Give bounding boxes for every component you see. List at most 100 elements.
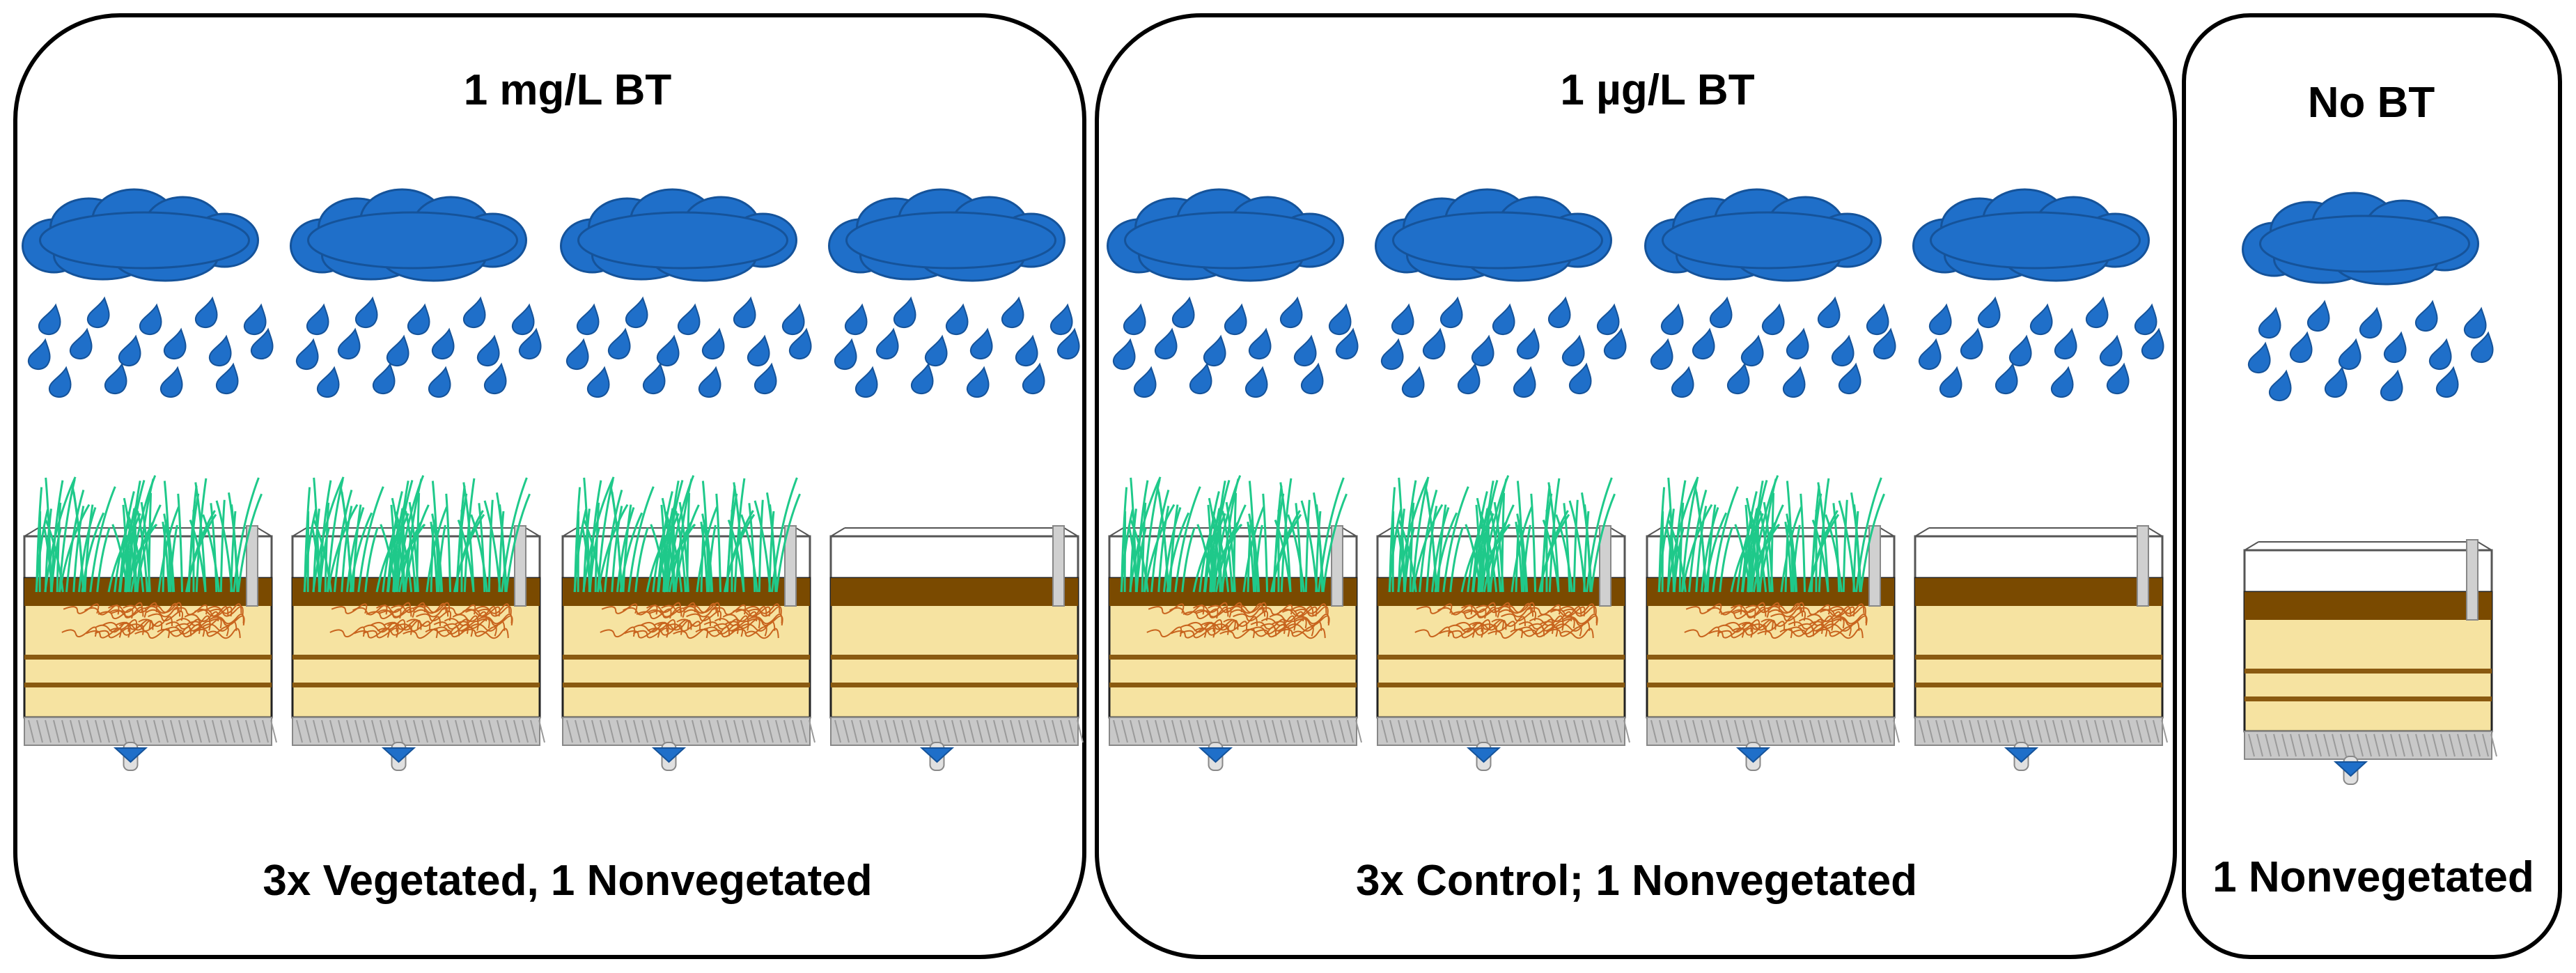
vegetated-mesocosm-grass (303, 475, 531, 593)
raindrop-icon (586, 366, 610, 398)
raindrop-icon (1928, 303, 1952, 335)
raindrop-icon (48, 366, 72, 398)
raindrop-icon (306, 303, 329, 335)
raindrop-icon (781, 303, 805, 335)
drain-valve-icon (113, 742, 148, 771)
raindrop-icon (844, 303, 868, 335)
raindrop-icon (2359, 306, 2382, 338)
raindrop-icon (1960, 327, 1983, 359)
raindrop-icon (893, 296, 916, 328)
raindrop-icon (1439, 296, 1463, 328)
raindrop-icon (2050, 366, 2074, 398)
raindrop-icon (875, 327, 899, 359)
raindrop-icon (1279, 296, 1303, 328)
raindrop-icon (1457, 362, 1481, 394)
raindrop-icon (1049, 303, 1073, 335)
raindrop-icon (372, 362, 396, 394)
raindrop-icon (1513, 366, 1536, 398)
raindrop-icon (969, 327, 993, 359)
raindrop-icon (316, 366, 340, 398)
raindrop-icon (483, 362, 507, 394)
raindrop-icon (2435, 366, 2459, 398)
nonvegetated-mesocosm (2243, 539, 2497, 785)
drain-valve-icon (381, 742, 416, 771)
raindrop-icon (1561, 334, 1585, 366)
raindrop-icon (337, 327, 361, 359)
raindrop-icon (2268, 369, 2292, 401)
vegetated-mesocosm-roots (329, 602, 513, 639)
raindrop-icon (2247, 341, 2271, 373)
raindrop-icon (1015, 334, 1038, 366)
raindrop-icon (1248, 327, 1272, 359)
nonvegetated-mesocosm (1914, 525, 2168, 771)
raindrop-icon (518, 327, 542, 359)
raindrop-icon (159, 366, 183, 398)
raindrop-icon (462, 296, 486, 328)
vegetated-mesocosm (1108, 525, 1362, 771)
raindrop-icon (38, 303, 61, 335)
raindrop-icon (1154, 327, 1178, 359)
raindrop-icon (1782, 366, 1806, 398)
raindrop-icon (1328, 303, 1352, 335)
raindrop-icon (1422, 327, 1446, 359)
raindrop-icon (476, 334, 500, 366)
raindrop-icon (2085, 296, 2109, 328)
raindrop-icon (1547, 296, 1571, 328)
raindrop-icon (1596, 303, 1620, 335)
raindrop-icon (1786, 327, 1809, 359)
raindrop-icon (607, 327, 631, 359)
raindrop-icon (1112, 338, 1136, 370)
raindrop-icon (295, 338, 319, 370)
raindrop-icon (2258, 306, 2281, 338)
raindrop-icon (2134, 303, 2157, 335)
vegetated-mesocosm-roots (600, 602, 783, 639)
raindrop-icon (1224, 303, 1247, 335)
raindrop-icon (1568, 362, 1592, 394)
raindrop-icon (924, 334, 948, 366)
vegetated-mesocosm-grass (573, 475, 801, 593)
rain-drops (1650, 296, 1896, 398)
heading-1mgL: 1 mg/L BT (464, 66, 672, 114)
rain-cloud-icon (1912, 188, 2150, 282)
rain-drops (1918, 296, 2164, 398)
raindrop-icon (86, 296, 110, 328)
vegetated-mesocosm (561, 525, 815, 771)
raindrop-icon (565, 338, 589, 370)
raindrop-icon (2338, 338, 2362, 370)
caption-1ugL: 3x Control; 1 Nonvegetated (1356, 857, 1917, 905)
vegetated-mesocosm-roots (1414, 602, 1598, 639)
raindrop-icon (2380, 369, 2403, 401)
raindrop-icon (910, 362, 934, 394)
drain-valve-icon (2333, 756, 2368, 785)
raindrop-icon (1401, 366, 1425, 398)
vegetated-mesocosm-grass (35, 475, 263, 593)
raindrop-icon (2029, 303, 2053, 335)
raindrop-icon (2470, 331, 2494, 363)
raindrop-icon (625, 296, 648, 328)
raindrop-icon (576, 303, 600, 335)
raindrop-icon (1761, 303, 1785, 335)
raindrop-icon (69, 327, 93, 359)
raindrop-icon (2099, 334, 2123, 366)
raindrop-icon (2306, 299, 2330, 332)
raindrop-icon (1918, 338, 1942, 370)
panel-1mgL (13, 13, 1086, 959)
rain-drops (1112, 296, 1359, 398)
raindrop-icon (2106, 362, 2130, 394)
raindrop-icon (1123, 303, 1146, 335)
drain-valve-icon (1466, 742, 1501, 771)
rain-drops (2247, 299, 2494, 401)
drain-valve-icon (2004, 742, 2039, 771)
raindrop-icon (2324, 366, 2348, 398)
raindrop-icon (104, 362, 127, 394)
raindrop-icon (511, 303, 535, 335)
vegetated-mesocosm-grass (1388, 475, 1616, 593)
raindrop-icon (243, 303, 267, 335)
raindrop-icon (788, 327, 812, 359)
panel-1ugL (1095, 13, 2177, 959)
raindrop-icon (407, 303, 430, 335)
raindrop-icon (118, 334, 141, 366)
vegetated-mesocosm-roots (61, 602, 245, 639)
raindrop-icon (2428, 338, 2452, 370)
rain-cloud-icon (2242, 192, 2479, 286)
